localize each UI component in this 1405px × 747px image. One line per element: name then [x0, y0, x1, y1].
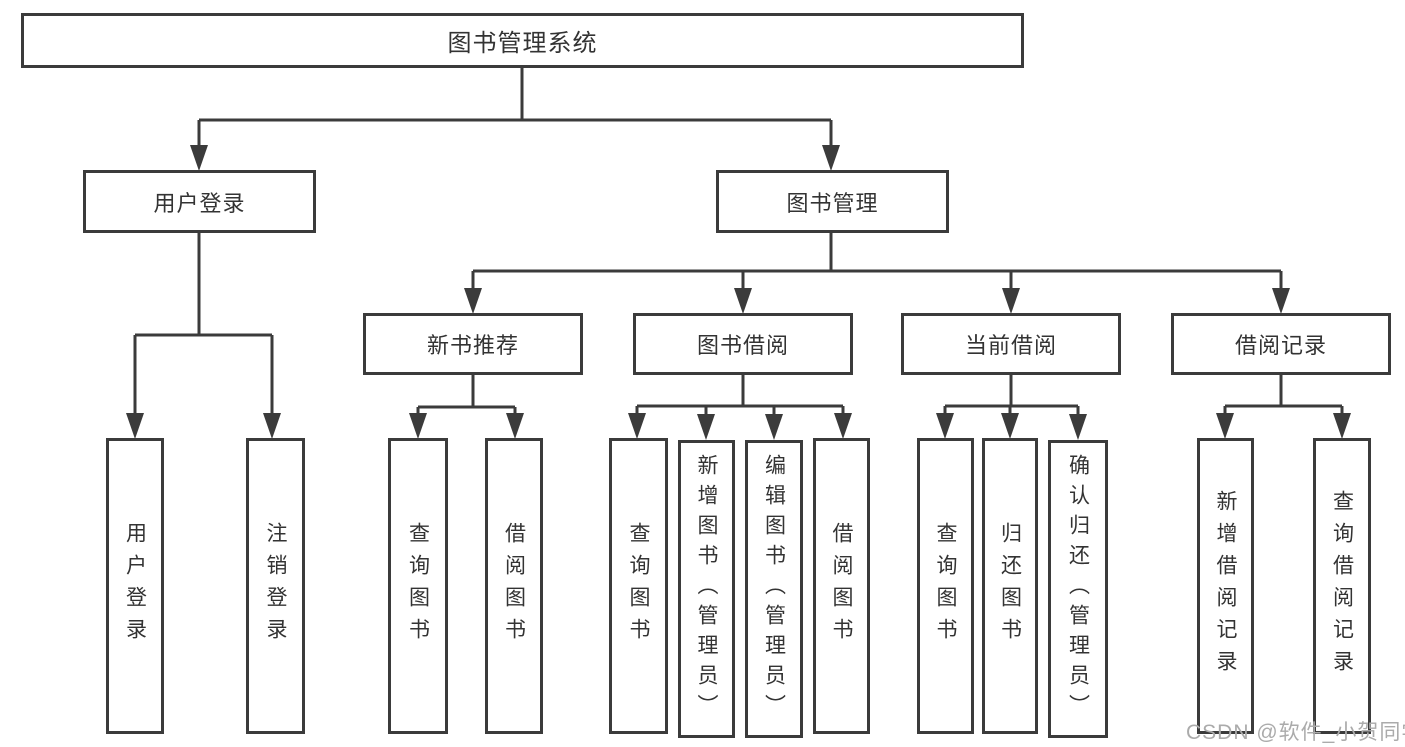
leaf-borrow-books: 借阅图书 — [813, 438, 870, 734]
leaf-add-books-admin: 新增图书（管理员） — [678, 440, 735, 738]
leaf-add-borrow-record: 新增借阅记录 — [1197, 438, 1254, 734]
node-book-borrow: 图书借阅 — [633, 313, 853, 375]
leaf-return-books: 归还图书 — [982, 438, 1038, 734]
leaf-confirm-return-admin: 确认归还（管理员） — [1048, 440, 1108, 738]
leaf-logout: 注销登录 — [246, 438, 305, 734]
node-borrow-records: 借阅记录 — [1171, 313, 1391, 375]
leaf-edit-books-admin: 编辑图书（管理员） — [745, 440, 803, 738]
node-current-borrow: 当前借阅 — [901, 313, 1121, 375]
leaf-query-borrow-record: 查询借阅记录 — [1313, 438, 1371, 734]
leaf-query-books-current: 查询图书 — [917, 438, 974, 734]
node-book-management: 图书管理 — [716, 170, 949, 233]
watermark: CSDN @软件_小贺同学 — [1186, 721, 1405, 744]
node-root: 图书管理系统 — [21, 13, 1024, 68]
node-user-login: 用户登录 — [83, 170, 316, 233]
leaf-borrow-books-recommend: 借阅图书 — [485, 438, 543, 734]
node-new-book-recommend: 新书推荐 — [363, 313, 583, 375]
leaf-query-books-borrow: 查询图书 — [609, 438, 668, 734]
leaf-user-login: 用户登录 — [106, 438, 164, 734]
leaf-query-books-recommend: 查询图书 — [388, 438, 448, 734]
